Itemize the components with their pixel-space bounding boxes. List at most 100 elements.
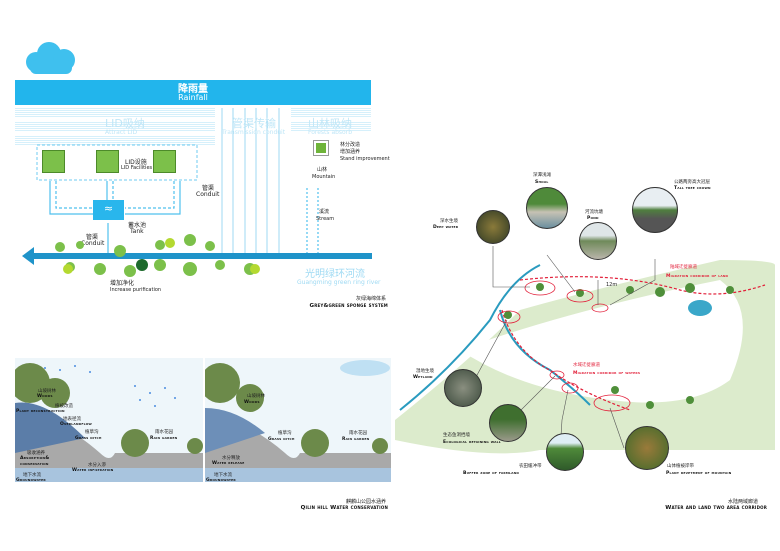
lid-facility-icon (42, 150, 65, 173)
corridor-caption-en: Water and land two area corridor (665, 505, 767, 511)
grass-ditch-label-2: 植草沟 (278, 431, 292, 436)
mountain-icon (313, 140, 329, 156)
tall-tree-label: 公路两旁高大冠层 (674, 180, 710, 185)
tank-label: 蓄水池 (128, 222, 147, 229)
infiltration-sublabel: Water infiltration (72, 468, 114, 473)
tank-sublabel: Tank (130, 228, 144, 235)
river-label: 光明绿环河流 (305, 269, 365, 280)
land-corridor-label: 陆域迁徙廊道 (670, 265, 697, 270)
tall-tree-photo (632, 187, 678, 233)
tall-tree-sublabel: Tall tree crown (674, 186, 711, 191)
forest-subheading: Forests absorb (308, 129, 353, 136)
conduit-label-2: 管渠 (202, 185, 215, 192)
cloud-icon (26, 42, 75, 74)
rain-garden-sublabel: Rain garden (150, 436, 178, 441)
deep-water-photo (476, 210, 510, 244)
conduit-sublabel: Conduit (81, 240, 105, 247)
woods-label: 山坡树林 (38, 389, 56, 394)
water-corridor-sublabel: Migration corridor of waters (573, 371, 641, 376)
stream-label: 溪流 (319, 209, 330, 215)
river-sublabel: Guangming green ring river (297, 279, 381, 286)
deep-water-label: 深水生境 (440, 219, 458, 224)
section-dry-scene (205, 358, 391, 482)
lid-facility-icon (153, 150, 176, 173)
groundwater-label-2: 地下水流 (214, 473, 232, 478)
lid-facilities-sublabel: LID Facilities (121, 165, 153, 171)
wetland-photo (444, 369, 482, 407)
pond-label: 河流坑塘 (585, 210, 603, 215)
stand-label-2: 增加涵养 (340, 149, 361, 155)
groundwater-sublabel: Groundwater (16, 478, 46, 483)
release-label: 水分释放 (222, 456, 240, 461)
revetment-photo (625, 426, 669, 470)
groundwater-label: 地下水流 (23, 473, 41, 478)
absorb-sublabel-1: Absorption& (20, 456, 50, 461)
water-corridor-label: 水域迁徙廊道 (573, 363, 600, 368)
infiltration-label: 水分入渗 (88, 463, 106, 468)
revetment-sublabel: Plant revetment of mountain (666, 471, 732, 476)
sponge-caption: 灰绿海绵体系 (356, 296, 387, 302)
shoal-sublabel: Shoal (535, 180, 549, 185)
stand-sublabel: Stand improvement (340, 156, 390, 162)
absorb-label: 吸收涵养 (27, 451, 45, 456)
pond-photo (579, 222, 617, 260)
rainfall-title: 降雨量 (178, 84, 208, 95)
hatched-bands (15, 108, 371, 256)
grass-ditch-sublabel: Grass ditch (75, 436, 102, 441)
farmland-label: 农田缓冲带 (519, 464, 542, 469)
lid-facilities-label: LID设施 (125, 159, 147, 166)
corridor-caption: 水陆两域廊道 (728, 499, 759, 505)
rain-garden-label: 雨水花园 (155, 430, 173, 435)
shoal-label: 深潭浅滩 (533, 173, 551, 178)
purify-sublabel: Increase purification (110, 287, 162, 293)
sponge-caption-en: Grey&green sponge system (309, 303, 388, 309)
stream-sublabel: Stream (316, 216, 335, 222)
plant-label: 植被改造 (55, 404, 73, 409)
groundwater-sublabel-2: Groundwater (206, 478, 236, 483)
retaining-wall-sublabel: Ecological retaining wall (443, 440, 501, 445)
tank-icon: ≈ (93, 200, 124, 220)
distance-label: 12m (606, 282, 618, 288)
grass-ditch-label: 植草沟 (85, 430, 99, 435)
release-sublabel: Water release (212, 461, 245, 466)
woods-sublabel-2: Woods (244, 400, 260, 405)
deep-water-sublabel: Deep water (433, 225, 459, 230)
plant-sublabel: Plant reconstruction (16, 409, 65, 414)
farmland-photo (546, 433, 584, 471)
shoal-photo (526, 187, 568, 229)
lid-heading: LID吸纳 (105, 117, 145, 130)
rainfall-subtitle: Rainfall (178, 93, 208, 102)
retaining-wall-photo (489, 404, 527, 442)
absorb-sublabel-2: conservation (20, 462, 49, 467)
corridor-map (395, 246, 775, 454)
conduit-subheading: Transmission conduit (222, 129, 286, 136)
conduit-sublabel-2: Conduit (196, 191, 220, 198)
section-caption: 麒麟山公园水涵养 (346, 499, 387, 505)
section-caption-en: Qilin hill Water conservation (300, 505, 388, 511)
woods-sublabel: Woods (37, 394, 53, 399)
rain-garden-sublabel-2: Rain garden (342, 437, 370, 442)
purify-label: 增加净化 (110, 280, 135, 287)
lid-facility-icon (96, 150, 119, 173)
mountain-sublabel: Mountain (312, 174, 336, 180)
rain-garden-label-2: 雨水花园 (349, 431, 367, 436)
lid-subheading: Attract LID (105, 129, 138, 136)
mountain-label: 山林 (317, 167, 328, 173)
wetland-label: 湿地生境 (416, 369, 434, 374)
stand-label-1: 林分改造 (340, 142, 361, 148)
section-rain-scene (15, 358, 203, 482)
farmland-sublabel: Buffer zone of farmland (463, 471, 520, 476)
land-corridor-sublabel: Migration corridor of land (666, 274, 729, 279)
wetland-sublabel: Wetland (413, 375, 433, 380)
river-arrow (22, 234, 372, 277)
grass-ditch-sublabel-2: Grass ditch (268, 437, 295, 442)
overland-label: 地表径流 (63, 417, 81, 422)
overland-sublabel: Overlandflow (60, 422, 92, 427)
forest-heading: 山林吸纳 (308, 117, 352, 130)
woods-label-2: 山坡树林 (247, 394, 265, 399)
conduit-label: 管渠 (86, 234, 99, 241)
rainfall-bar (15, 80, 371, 105)
conduit-heading: 管渠传输 (232, 117, 276, 130)
pond-sublabel: Pond (587, 216, 599, 221)
revetment-label: 山体植被岸带 (667, 464, 694, 469)
